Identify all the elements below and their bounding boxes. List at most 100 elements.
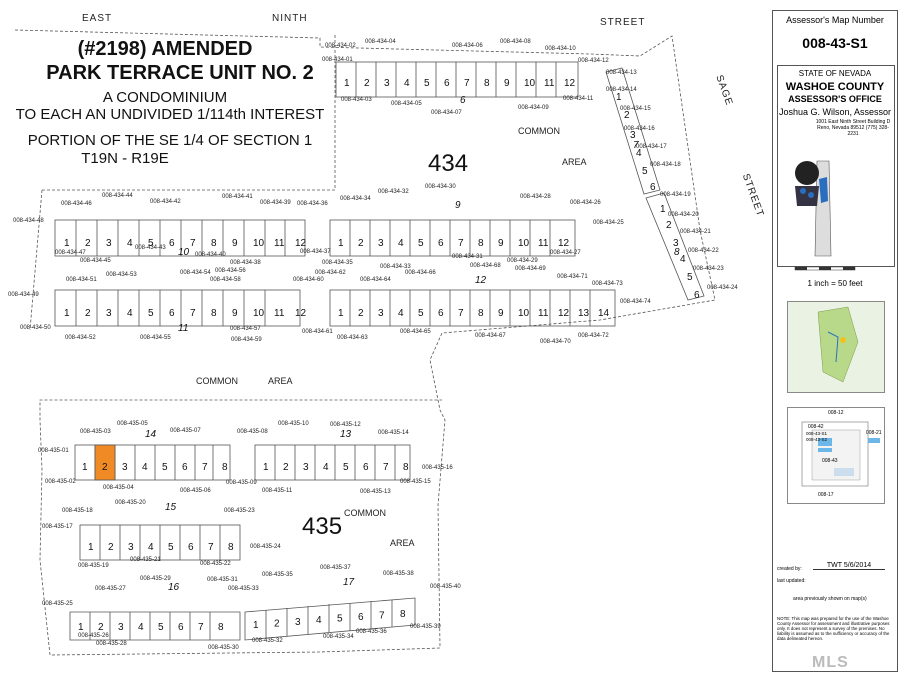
area-label: AREA xyxy=(390,538,415,548)
parcel-number-label: 008-435-01 xyxy=(38,448,69,454)
unit-number: 2 xyxy=(358,238,364,249)
parcel-number-label: 008-434-24 xyxy=(707,285,738,291)
building-number: 17 xyxy=(343,577,355,588)
building-number: 7 xyxy=(633,140,639,151)
county-label: WASHOE COUNTY xyxy=(785,81,885,93)
parcel-number-label: 008-434-59 xyxy=(231,337,262,343)
parcel-number-label: 008-435-17 xyxy=(42,524,73,530)
mls-watermark: MLS xyxy=(812,654,849,671)
map-number: 008-43-S1 xyxy=(802,35,868,51)
parcel-number-label: 008-435-31 xyxy=(207,577,238,583)
parcel-number-label: 008-434-49 xyxy=(8,292,39,298)
unit-number: 8 xyxy=(484,78,490,89)
map-title-line6: T19N - R19E xyxy=(81,150,169,167)
unit-number: 3 xyxy=(378,238,384,249)
unit-number: 5 xyxy=(424,78,430,89)
parcel-number-label: 008-434-41 xyxy=(222,194,253,200)
parcel-number-label: 008-435-09 xyxy=(226,480,257,486)
parcel-number-label: 008-434-66 xyxy=(405,270,436,276)
unit-number: 2 xyxy=(666,220,672,231)
unit-number: 2 xyxy=(85,238,91,249)
unit-number: 1 xyxy=(616,92,622,103)
parcel-number-label: 008-434-28 xyxy=(520,194,551,200)
parcel-number-label: 008-434-35 xyxy=(322,260,353,266)
unit-number: 6 xyxy=(444,78,450,89)
unit-number: 7 xyxy=(458,238,464,249)
parcel-number-label: 008-435-05 xyxy=(117,421,148,427)
parcel-number-label: 008-434-62 xyxy=(315,270,346,276)
unit-number: 10 xyxy=(518,238,530,249)
parcel-number-label: 008-434-54 xyxy=(180,270,211,276)
parcel-number-label: 008-434-12 xyxy=(578,58,609,64)
common-label: COMMON xyxy=(344,508,386,518)
unit-number: 10 xyxy=(253,308,265,319)
parcel-number-label: 008-434-71 xyxy=(557,274,588,280)
parcel-number-label: 008-435-35 xyxy=(262,572,293,578)
parcel-number-label: 008-434-02 xyxy=(325,43,356,49)
unit-number: 2 xyxy=(624,110,630,121)
unit-number: 9 xyxy=(232,238,238,249)
unit-number: 5 xyxy=(687,272,693,283)
unit-number: 4 xyxy=(404,78,410,89)
parcel-number-label: 008-435-12 xyxy=(330,422,361,428)
highlight-unit xyxy=(94,444,116,481)
unit-number: 3 xyxy=(128,542,134,553)
parcel-number-label: 008-435-15 xyxy=(400,479,431,485)
unit-number: 13 xyxy=(578,308,590,319)
last-updated-label: last updated: xyxy=(777,578,806,584)
parcel-number-label: 008-434-10 xyxy=(545,46,576,52)
book-number-435: 435 xyxy=(302,513,343,540)
parcel-number-label: 008-435-38 xyxy=(383,571,414,577)
unit-number: 1 xyxy=(660,204,666,215)
parcel-number-label: 008-435-37 xyxy=(320,565,351,571)
parcel-number-label: 008-434-15 xyxy=(620,106,651,112)
unit-number: 3 xyxy=(630,130,636,141)
unit-number: 4 xyxy=(142,462,148,473)
parcel-number-label: 008-434-70 xyxy=(540,339,571,345)
unit-number: 12 xyxy=(558,308,570,319)
unit-number: 8 xyxy=(218,622,224,633)
parcel-number-label: 008-435-28 xyxy=(96,641,127,647)
parcel-number-label: 008-434-64 xyxy=(360,277,391,283)
assessor-name: Joshua G. Wilson, Assessor xyxy=(778,107,892,117)
map-title-line4: TO EACH AN UNDIVIDED 1/114th INTEREST xyxy=(15,106,325,123)
parcel-number-label: 008-435-06 xyxy=(180,488,211,494)
parcel-number-label: 008-434-11 xyxy=(563,96,594,102)
inset-label: 008-21 xyxy=(866,430,882,436)
parcel-number-label: 008-434-55 xyxy=(140,335,171,341)
unit-number: 6 xyxy=(438,308,444,319)
parcel-number-label: 008-434-53 xyxy=(106,272,137,278)
office-box xyxy=(777,65,895,267)
parcel-number-label: 008-434-44 xyxy=(102,193,133,199)
unit-number: 2 xyxy=(108,542,114,553)
parcel-number-label: 008-435-14 xyxy=(378,430,409,436)
unit-number: 6 xyxy=(188,542,194,553)
unit-number: 8 xyxy=(211,238,217,249)
unit-number: 6 xyxy=(438,238,444,249)
building-number: 11 xyxy=(178,323,188,334)
created-by-label: created by: xyxy=(777,566,802,572)
parcel-number-label: 008-434-51 xyxy=(66,277,97,283)
unit-number: 14 xyxy=(598,308,610,319)
parcel-number-label: 008-434-48 xyxy=(13,218,44,224)
building-number: 14 xyxy=(145,429,157,440)
parcel-number-label: 008-435-07 xyxy=(170,428,201,434)
parcel-number-label: 008-435-26 xyxy=(78,633,109,639)
parcel-number-label: 008-435-34 xyxy=(323,634,354,640)
parcel-number-label: 008-435-36 xyxy=(356,629,387,635)
parcel-number-label: 008-434-17 xyxy=(636,144,667,150)
parcel-number-label: 008-434-16 xyxy=(624,126,655,132)
unit-number: 1 xyxy=(344,78,350,89)
parcel-number-label: 008-434-23 xyxy=(693,266,724,272)
parcel-number-label: 008-435-02 xyxy=(45,479,76,485)
locator-map xyxy=(787,301,885,393)
parcel-number-label: 008-434-50 xyxy=(20,325,51,331)
parcel-number-label: 008-434-57 xyxy=(230,326,261,332)
parcel-number-label: 008-434-26 xyxy=(570,200,601,206)
parcel-number-label: 008-435-21 xyxy=(130,557,161,563)
nevada-seal-graphic xyxy=(795,160,832,257)
street-street: STREET xyxy=(600,17,646,28)
parcel-number-label: 008-435-39 xyxy=(410,624,441,630)
parcel-number-label: 008-434-56 xyxy=(215,268,246,274)
